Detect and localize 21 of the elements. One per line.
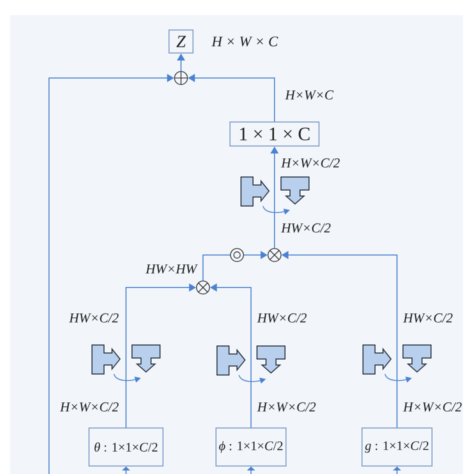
tensor-box: ϕ : 1×1×C/2 xyxy=(216,428,286,466)
dimension-label: HW×C/2 xyxy=(257,313,307,323)
cross-circle xyxy=(196,280,210,294)
dimension-label: H×W×C/2 xyxy=(257,402,316,412)
dimension-label: HW×C/2 xyxy=(69,313,119,323)
dimension-label: HW×HW xyxy=(146,264,198,274)
tensor-box: θ : 1×1×C/2 xyxy=(88,428,164,466)
dimension-label: H×W×C/2 xyxy=(403,402,462,412)
dimension-label: H × W × C xyxy=(212,36,278,46)
dimension-label: H×W×C/2 xyxy=(60,402,119,412)
dimension-label: H×W×C xyxy=(285,90,334,100)
tensor-box: g : 1×1×C/2 xyxy=(362,428,432,466)
tensor-box: 1 × 1 × C xyxy=(230,122,320,146)
cross-circle xyxy=(268,248,282,262)
dimension-label: H×W×C/2 xyxy=(281,158,340,168)
dimension-label: HW×C/2 xyxy=(403,313,453,323)
dimension-label: HW×C/2 xyxy=(281,223,331,233)
plus-circle xyxy=(174,71,188,85)
connector-line xyxy=(202,254,231,282)
tensor-box: Z xyxy=(168,30,194,54)
double-circle xyxy=(230,248,244,262)
